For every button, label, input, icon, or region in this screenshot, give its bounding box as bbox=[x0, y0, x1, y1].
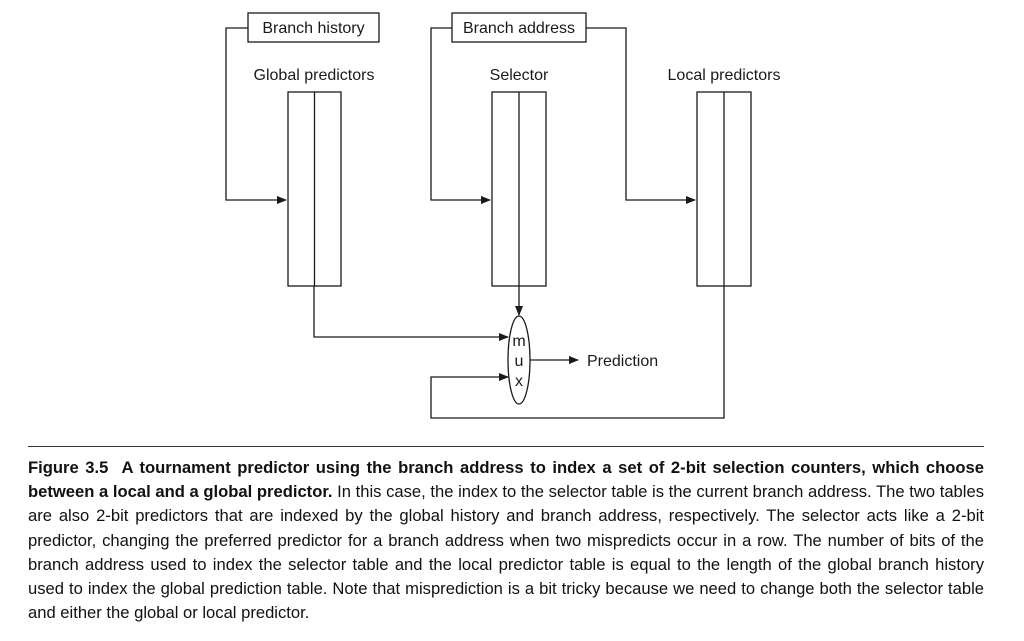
branch-address-label: Branch address bbox=[463, 20, 575, 37]
branch-address-box bbox=[451, 12, 587, 43]
global-predictor-table bbox=[287, 91, 342, 287]
address-to-selector-arrow bbox=[430, 27, 491, 204]
caption-divider bbox=[28, 446, 984, 447]
history-to-global-arrow bbox=[225, 27, 287, 204]
prediction-label: Prediction bbox=[587, 353, 658, 370]
mux bbox=[507, 315, 531, 405]
selector-title: Selector bbox=[490, 67, 549, 84]
figure-label: Figure 3.5 bbox=[28, 458, 109, 477]
figure-caption: Figure 3.5 A tournament predictor using … bbox=[28, 456, 984, 625]
global-to-mux-arrow bbox=[313, 286, 509, 341]
global-predictors-title: Global predictors bbox=[254, 67, 375, 84]
local-predictor-table bbox=[696, 91, 752, 287]
local-predictors-title: Local predictors bbox=[668, 67, 781, 84]
tournament-predictor-diagram: Branch history Branch address Global pre… bbox=[225, 12, 781, 419]
caption-title: A tournament predictor using the branch … bbox=[28, 458, 984, 502]
address-to-local-arrow bbox=[586, 27, 696, 204]
mux-letter-x: x bbox=[515, 373, 523, 390]
caption-body: In this case, the index to the selector … bbox=[28, 482, 984, 623]
branch-history-label: Branch history bbox=[262, 20, 364, 37]
mux-letter-m: m bbox=[512, 333, 525, 350]
local-to-mux-arrow bbox=[430, 286, 725, 419]
selector-table bbox=[491, 91, 547, 287]
mux-letter-u: u bbox=[515, 353, 524, 370]
